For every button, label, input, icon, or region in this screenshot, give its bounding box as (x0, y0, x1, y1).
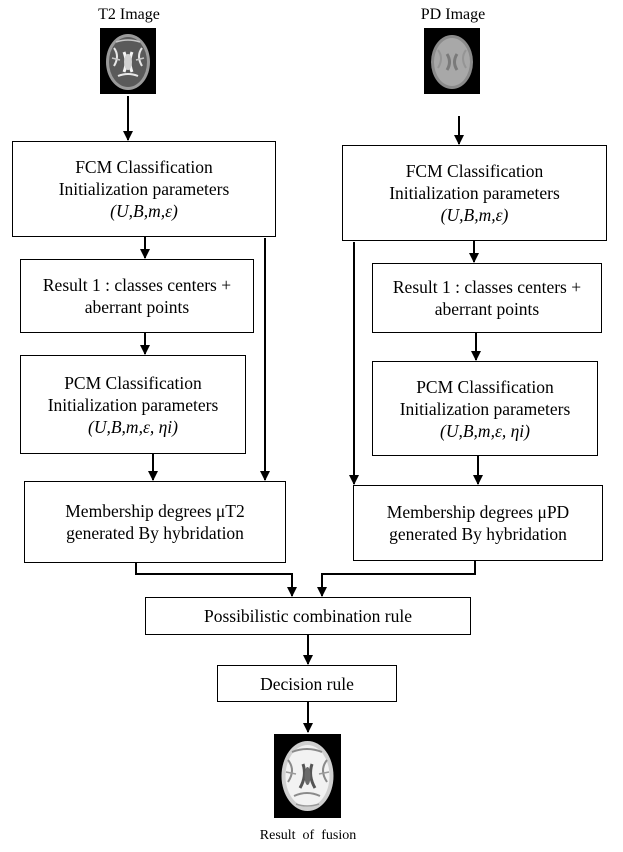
left-result1-line1: Result 1 : classes centers + (42, 275, 232, 295)
left-result1-line2: aberrant points (84, 297, 190, 317)
pd-image-label: PD Image (420, 6, 486, 23)
left-fcm-title: FCM Classification (75, 157, 213, 177)
right-fcm-title: FCM Classification (405, 161, 544, 181)
right-result1-line2: aberrant points (434, 299, 540, 319)
right-pcm-box: PCM Classification Initialization parame… (372, 361, 598, 456)
combination-rule-box: Possibilistic combination rule (145, 597, 471, 635)
combination-rule-label: Possibilistic combination rule (203, 606, 413, 626)
left-membership-box: Membership degrees μT2 generated By hybr… (24, 481, 286, 563)
t2-brain-image (100, 28, 156, 94)
right-fcm-params: Initialization parameters (389, 183, 560, 203)
right-result1-box: Result 1 : classes centers + aberrant po… (372, 263, 602, 333)
right-pcm-params: Initialization parameters (399, 398, 571, 419)
fusion-result-image (274, 734, 341, 818)
left-pcm-title: PCM Classification (64, 372, 202, 393)
right-fcm-box: FCM Classification Initialization parame… (342, 145, 607, 241)
right-result1-line1: Result 1 : classes centers + (392, 277, 582, 297)
right-membership-line1: Membership degrees μPD (386, 502, 570, 522)
fusion-result-label: Result of fusion (259, 828, 357, 843)
right-pcm-formula: (U,B,m,ε, ηi) (440, 420, 530, 441)
left-fcm-box: FCM Classification Initialization parame… (12, 141, 276, 237)
left-result1-box: Result 1 : classes centers + aberrant po… (20, 259, 254, 333)
left-pcm-box: PCM Classification Initialization parame… (20, 355, 246, 454)
right-membership-line2: generated By hybridation (389, 524, 567, 544)
left-pcm-formula: (U,B,m,ε, ηi) (88, 416, 178, 437)
decision-rule-box: Decision rule (217, 665, 397, 702)
left-pcm-params: Initialization parameters (47, 394, 219, 415)
t2-image-label: T2 Image (98, 6, 160, 23)
left-membership-line2: generated By hybridation (66, 523, 244, 543)
right-fcm-formula: (U,B,m,ε) (440, 205, 509, 225)
left-fcm-params: Initialization parameters (58, 179, 230, 199)
right-membership-box: Membership degrees μPD generated By hybr… (353, 485, 603, 561)
left-fcm-formula: (U,B,m,ε) (110, 201, 178, 221)
decision-rule-label: Decision rule (260, 673, 354, 694)
pd-brain-image (424, 28, 480, 94)
left-membership-line1: Membership degrees μT2 (65, 501, 245, 521)
right-pcm-title: PCM Classification (416, 376, 554, 397)
